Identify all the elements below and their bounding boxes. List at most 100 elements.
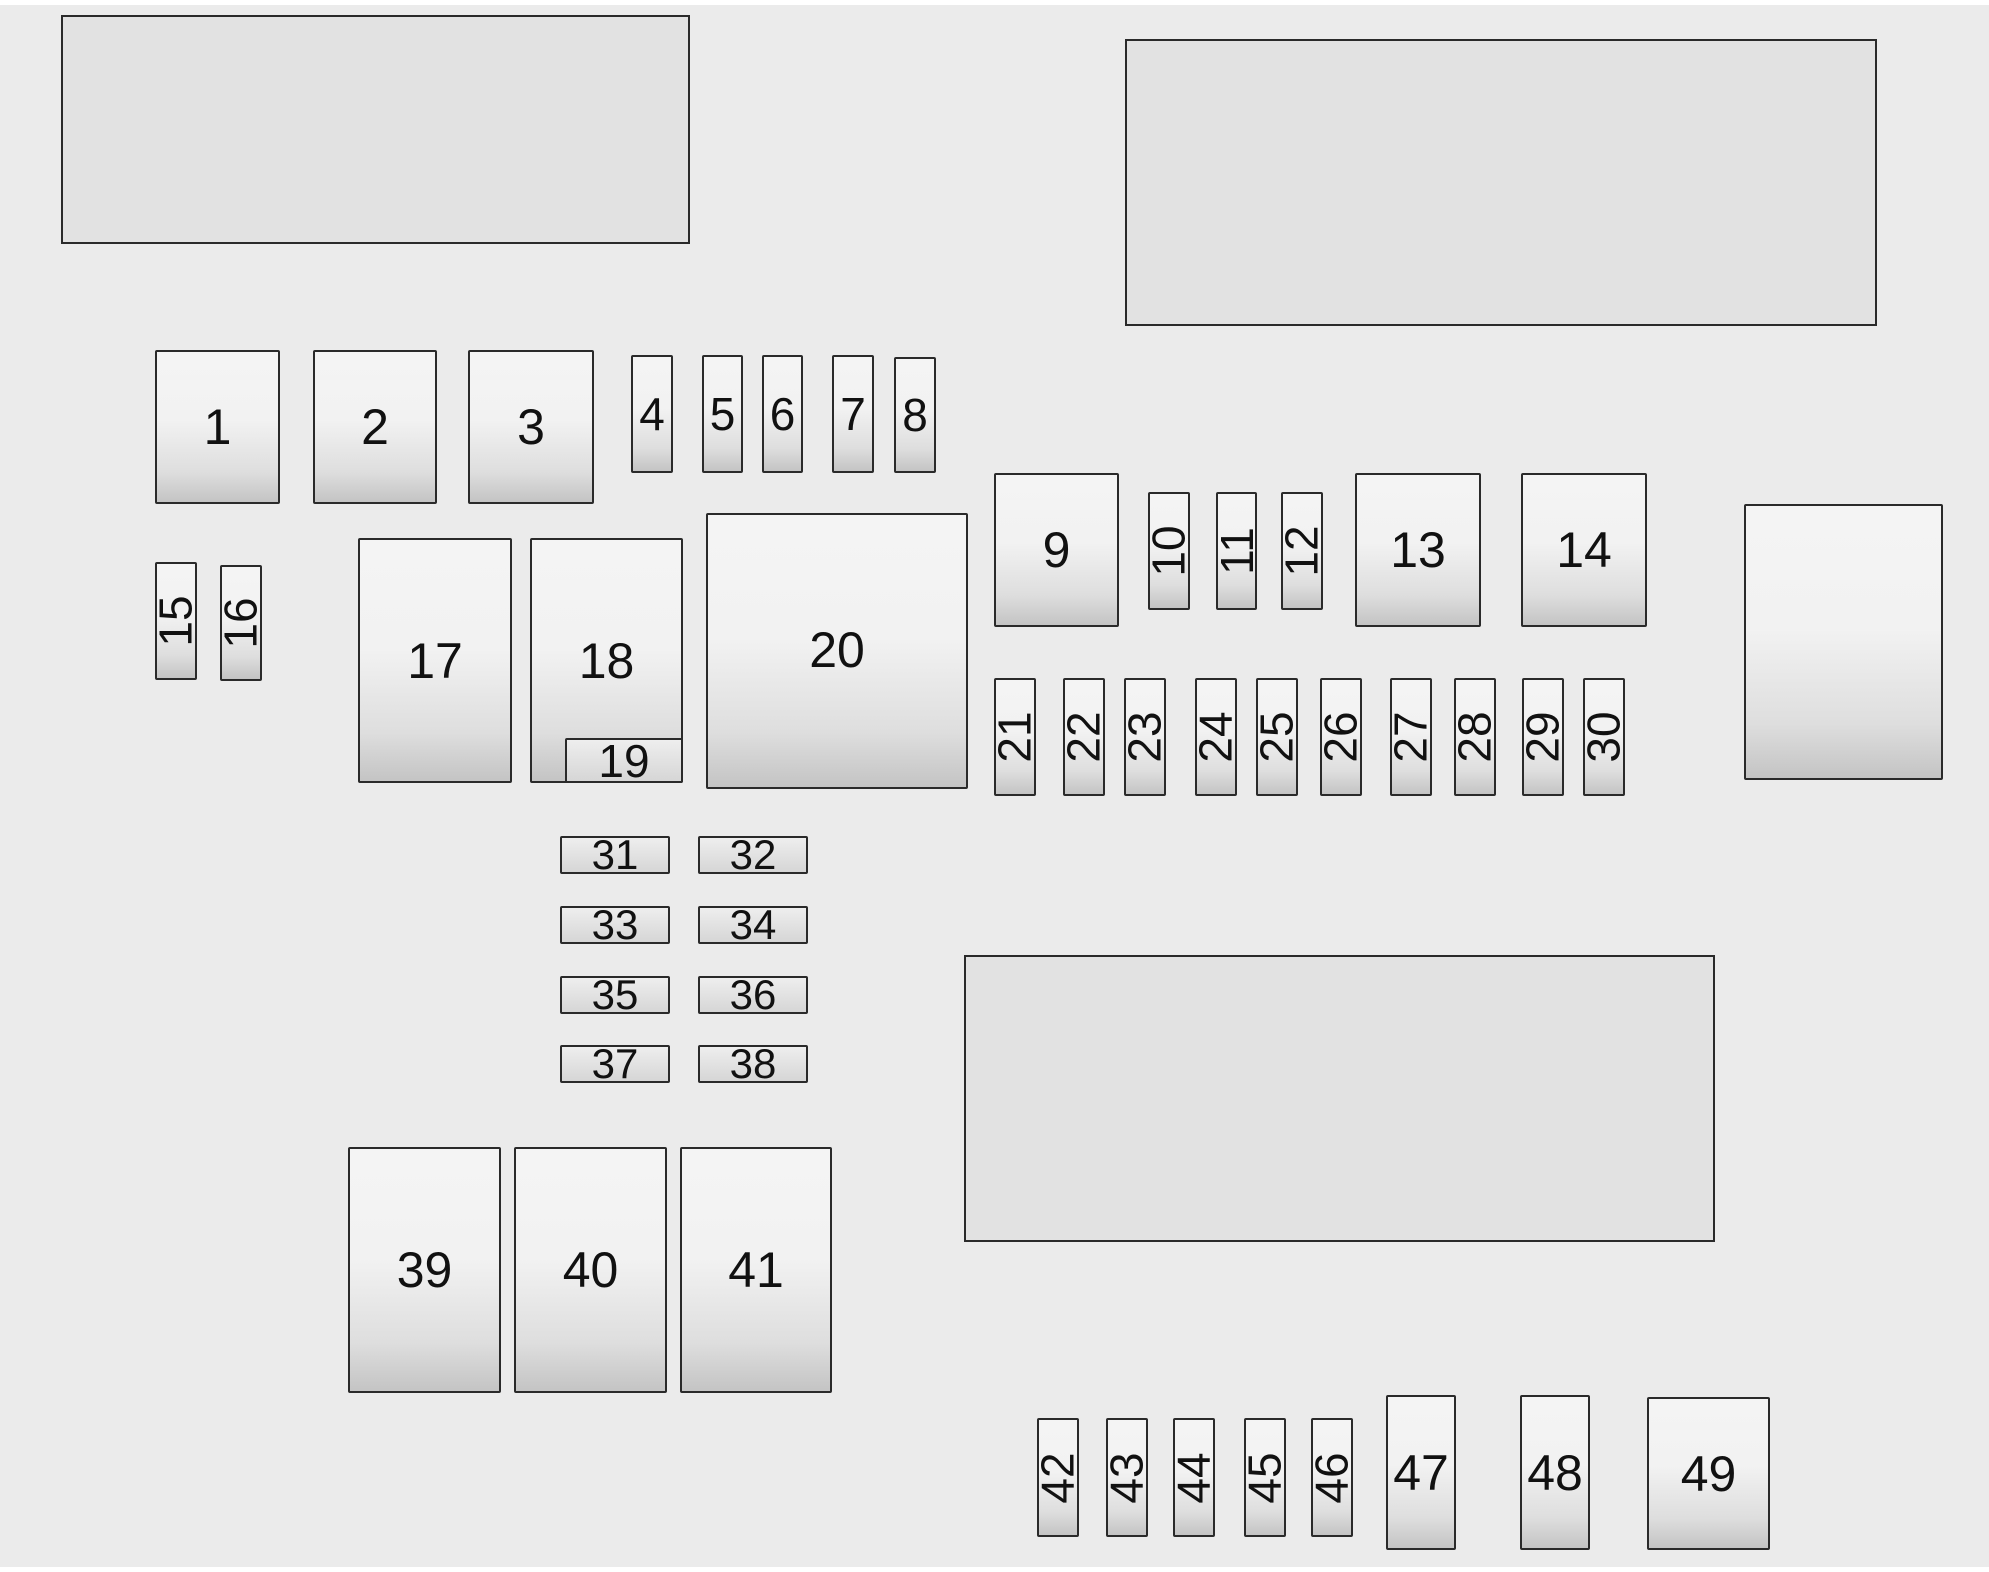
fuse-slot-label: 7 — [840, 388, 866, 440]
fuse-slot-4: 4 — [631, 355, 673, 473]
fuse-slot-14: 14 — [1521, 473, 1647, 627]
fuse-slot-45: 45 — [1244, 1418, 1286, 1537]
fuse-slot-48: 48 — [1520, 1395, 1590, 1550]
fuse-slot-label: 40 — [562, 1242, 619, 1298]
fuse-slot-label: 44 — [1173, 1451, 1215, 1504]
fuse-slot-10: 10 — [1148, 492, 1190, 610]
fuse-slot-label: 10 — [1148, 525, 1190, 577]
fuse-slot-label: 18 — [578, 632, 635, 689]
fuse-slot-label: 35 — [591, 976, 639, 1014]
fuse-slot-22: 22 — [1063, 678, 1105, 796]
fuse-slot-15: 15 — [155, 562, 197, 680]
fuse-slot-49: 49 — [1647, 1397, 1770, 1550]
fuse-slot-43: 43 — [1106, 1418, 1148, 1537]
fuse-slot-25: 25 — [1256, 678, 1298, 796]
fuse-slot-label: 30 — [1583, 711, 1625, 763]
module-top-right — [1125, 39, 1877, 326]
fuse-slot-40: 40 — [514, 1147, 667, 1393]
fuse-slot-label: 6 — [769, 388, 796, 440]
fuse-slot-16: 16 — [220, 565, 262, 681]
fuse-slot-label: 45 — [1244, 1451, 1286, 1504]
fuse-slot-label: 13 — [1390, 522, 1446, 578]
fuse-slot-label: 17 — [407, 632, 463, 689]
fuse-slot-label: 26 — [1320, 711, 1362, 763]
fuse-slot-7: 7 — [832, 355, 874, 473]
fuse-slot-36: 36 — [698, 976, 808, 1014]
module-right-relay — [1744, 504, 1943, 780]
fuse-slot-label: 41 — [728, 1242, 784, 1298]
fuse-slot-13: 13 — [1355, 473, 1481, 627]
fuse-slot-label: 31 — [591, 836, 639, 874]
fuse-slot-label: 37 — [591, 1045, 639, 1083]
fuse-slot-2: 2 — [313, 350, 437, 504]
fuse-slot-6: 6 — [762, 355, 803, 473]
fuse-slot-17: 17 — [358, 538, 512, 783]
fuse-slot-label: 36 — [729, 976, 777, 1014]
fuse-slot-11: 11 — [1216, 492, 1257, 610]
fuse-slot-31: 31 — [560, 836, 670, 874]
fuse-slot-38: 38 — [698, 1045, 808, 1083]
fuse-slot-19: 19 — [565, 738, 683, 783]
fuse-slot-44: 44 — [1173, 1418, 1215, 1537]
fuse-slot-label: 14 — [1556, 522, 1612, 578]
fuse-slot-label: 20 — [809, 622, 865, 678]
fuse-slot-46: 46 — [1311, 1418, 1353, 1537]
fuse-slot-42: 42 — [1037, 1418, 1079, 1537]
fuse-slot-1: 1 — [155, 350, 280, 504]
fuse-slot-label: 28 — [1454, 711, 1496, 763]
fuse-slot-26: 26 — [1320, 678, 1362, 796]
fuse-slot-35: 35 — [560, 976, 670, 1014]
fuse-slot-label: 4 — [639, 388, 665, 440]
fuse-slot-label: 29 — [1522, 711, 1564, 763]
fuse-slot-label: 47 — [1393, 1444, 1449, 1501]
fuse-slot-label: 27 — [1390, 711, 1432, 763]
fuse-slot-label: 5 — [709, 388, 736, 440]
fuse-slot-29: 29 — [1522, 678, 1564, 796]
fuse-slot-label: 23 — [1124, 711, 1166, 763]
fuse-slot-label: 34 — [729, 906, 777, 944]
fuse-slot-5: 5 — [702, 355, 743, 473]
fuse-slot-label: 33 — [591, 906, 639, 944]
fuse-slot-28: 28 — [1454, 678, 1496, 796]
fuse-slot-label: 24 — [1195, 711, 1237, 763]
fuse-slot-label: 19 — [598, 738, 650, 783]
fuse-slot-label: 16 — [220, 597, 262, 649]
fuse-slot-39: 39 — [348, 1147, 501, 1393]
module-bottom-center — [964, 955, 1715, 1242]
fuse-slot-label: 3 — [517, 399, 545, 455]
fuse-slot-label: 9 — [1042, 522, 1071, 578]
fuse-slot-label: 22 — [1063, 711, 1105, 763]
fuse-slot-label: 21 — [994, 711, 1036, 763]
fuse-slot-label: 12 — [1281, 525, 1323, 577]
fuse-slot-33: 33 — [560, 906, 670, 944]
fuse-slot-21: 21 — [994, 678, 1036, 796]
fuse-slot-label: 46 — [1311, 1451, 1353, 1504]
fuse-slot-24: 24 — [1195, 678, 1237, 796]
fuse-slot-23: 23 — [1124, 678, 1166, 796]
fuse-slot-20: 20 — [706, 513, 968, 789]
fuse-slot-8: 8 — [894, 357, 936, 473]
fuse-slot-label: 43 — [1106, 1451, 1148, 1504]
fuse-slot-32: 32 — [698, 836, 808, 874]
fuse-slot-label: 38 — [729, 1045, 777, 1083]
fuse-slot-label: 25 — [1256, 711, 1298, 763]
fuse-slot-label: 39 — [396, 1242, 453, 1298]
fuse-slot-label: 49 — [1680, 1445, 1737, 1502]
fuse-slot-label: 1 — [203, 399, 232, 455]
fuse-slot-34: 34 — [698, 906, 808, 944]
fuse-slot-12: 12 — [1281, 492, 1323, 610]
fuse-slot-label: 48 — [1527, 1444, 1583, 1501]
fuse-slot-47: 47 — [1386, 1395, 1456, 1550]
fuse-slot-9: 9 — [994, 473, 1119, 627]
fuse-slot-30: 30 — [1583, 678, 1625, 796]
fuse-slot-41: 41 — [680, 1147, 832, 1393]
fuse-slot-label: 8 — [902, 389, 928, 441]
fuse-slot-label: 11 — [1216, 527, 1257, 575]
fuse-slot-37: 37 — [560, 1045, 670, 1083]
fuse-slot-label: 32 — [729, 836, 777, 874]
fuse-slot-label: 2 — [361, 399, 389, 455]
module-top-left — [61, 15, 690, 244]
fuse-slot-label: 42 — [1037, 1451, 1079, 1504]
fuse-slot-label: 15 — [155, 595, 197, 647]
